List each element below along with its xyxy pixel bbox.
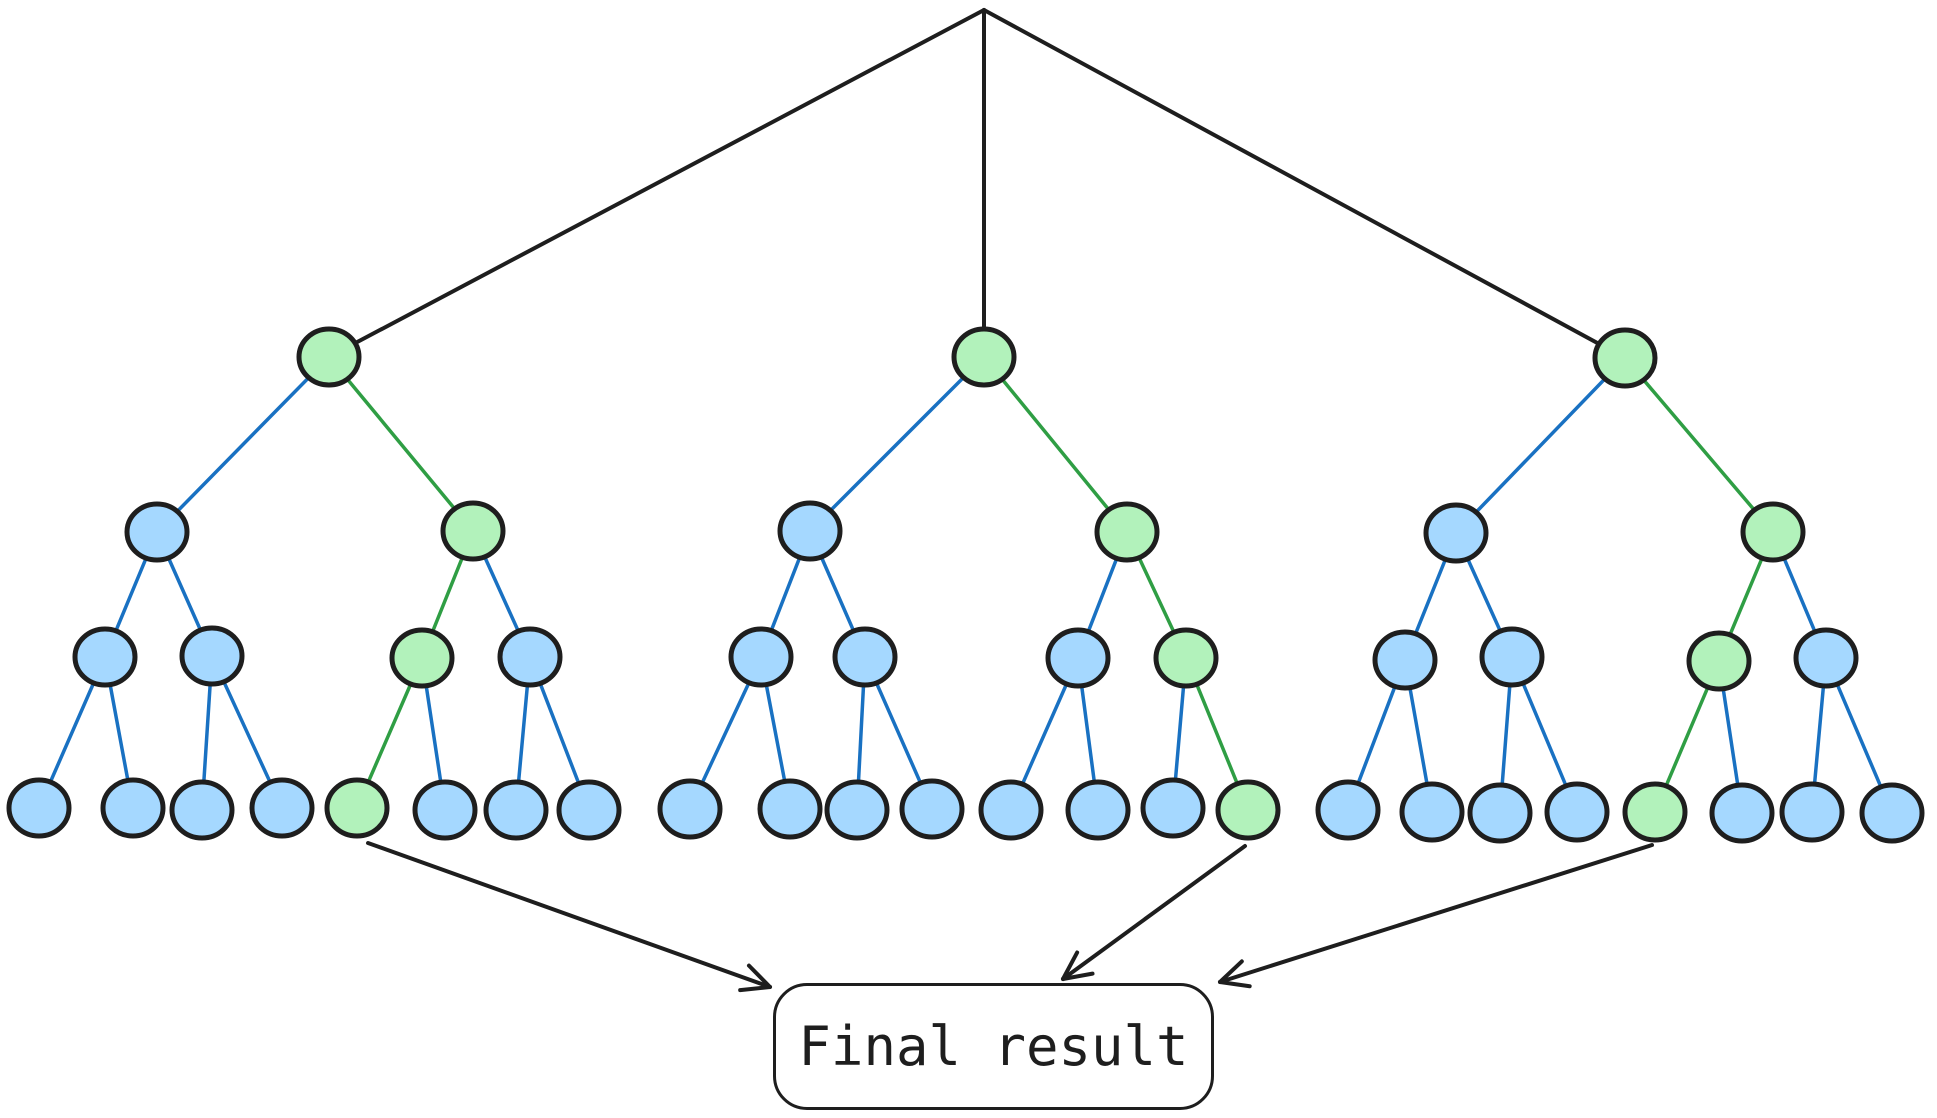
result-arrow-2-head [1218,959,1244,984]
middle-tree-node-r-green [951,326,1017,388]
middle-tree-node-g-blue [657,778,723,840]
right-tree-node-h-blue [1399,781,1465,843]
left-tree-node-n-blue [556,779,622,841]
middle-tree-node-j-blue [899,778,965,840]
result-arrow-1 [1061,844,1247,981]
right-tree-node-d-blue [1479,626,1545,688]
middle-tree-node-m-blue [1140,777,1206,839]
middle-tree-node-h-blue [757,778,823,840]
left-tree-node-i-blue [169,779,235,841]
right-tree-node-g-blue [1315,779,1381,841]
middle-tree-node-e-blue [1045,627,1111,689]
right-tree-node-r-green [1592,327,1658,389]
right-tree-node-j-blue [1544,781,1610,843]
left-tree-node-k-green [324,777,390,839]
middle-tree-node-c-blue [728,626,794,688]
middle-tree-node-b-green [1094,501,1160,563]
left-tree-node-m-blue [483,779,549,841]
right-tree-node-k-green [1622,781,1688,843]
left-tree-node-h-blue [100,777,166,839]
left-tree-node-e-green [389,627,455,689]
middle-tree-node-l-blue [1065,779,1131,841]
left-tree-node-r-green [296,326,362,388]
right-tree-node-l-blue [1709,782,1775,844]
left-tree-node-j-blue [249,777,315,839]
result-arrow-1-head [1061,950,1080,981]
right-tree-edge [1454,356,1627,535]
result-arrow-0 [366,841,772,989]
middle-tree-node-f-green [1153,627,1219,689]
left-tree-node-a-blue [124,501,190,563]
middle-tree-node-n-green [1215,779,1281,841]
right-tree-node-i-blue [1467,782,1533,844]
apex-line-left [327,8,986,359]
right-tree-node-b-green [1740,501,1806,563]
result-arrow-2 [1218,843,1654,984]
left-tree-node-d-blue [179,625,245,687]
result-arrow-1-head [1061,971,1095,981]
left-tree-node-b-green [440,500,506,562]
final-result-box: Final result [773,983,1214,1110]
left-tree-node-g-blue [6,777,72,839]
left-tree-edge [155,355,331,534]
right-tree-node-e-green [1686,630,1752,692]
left-tree-node-f-blue [497,626,563,688]
middle-tree-node-d-blue [832,626,898,688]
middle-tree-node-k-blue [978,779,1044,841]
left-tree-node-l-blue [412,779,478,841]
middle-tree-node-a-blue [777,500,843,562]
result-arrow-0-head [738,985,772,993]
left-tree-edge [327,355,475,533]
apex-line-right [982,8,1627,360]
result-arrow-2-head [1218,980,1252,989]
right-tree-node-n-blue [1859,782,1925,844]
right-tree-node-m-blue [1779,781,1845,843]
result-arrow-0-head [746,963,772,989]
right-tree-edge [1623,356,1775,534]
right-tree-node-c-blue [1372,629,1438,691]
middle-tree-edge [982,355,1129,534]
final-result-label: Final result [798,1015,1189,1078]
middle-tree-node-i-blue [824,779,890,841]
right-tree-node-f-blue [1793,627,1859,689]
middle-tree-edge [808,355,986,533]
left-tree-node-c-blue [72,626,138,688]
right-tree-node-a-blue [1423,502,1489,564]
